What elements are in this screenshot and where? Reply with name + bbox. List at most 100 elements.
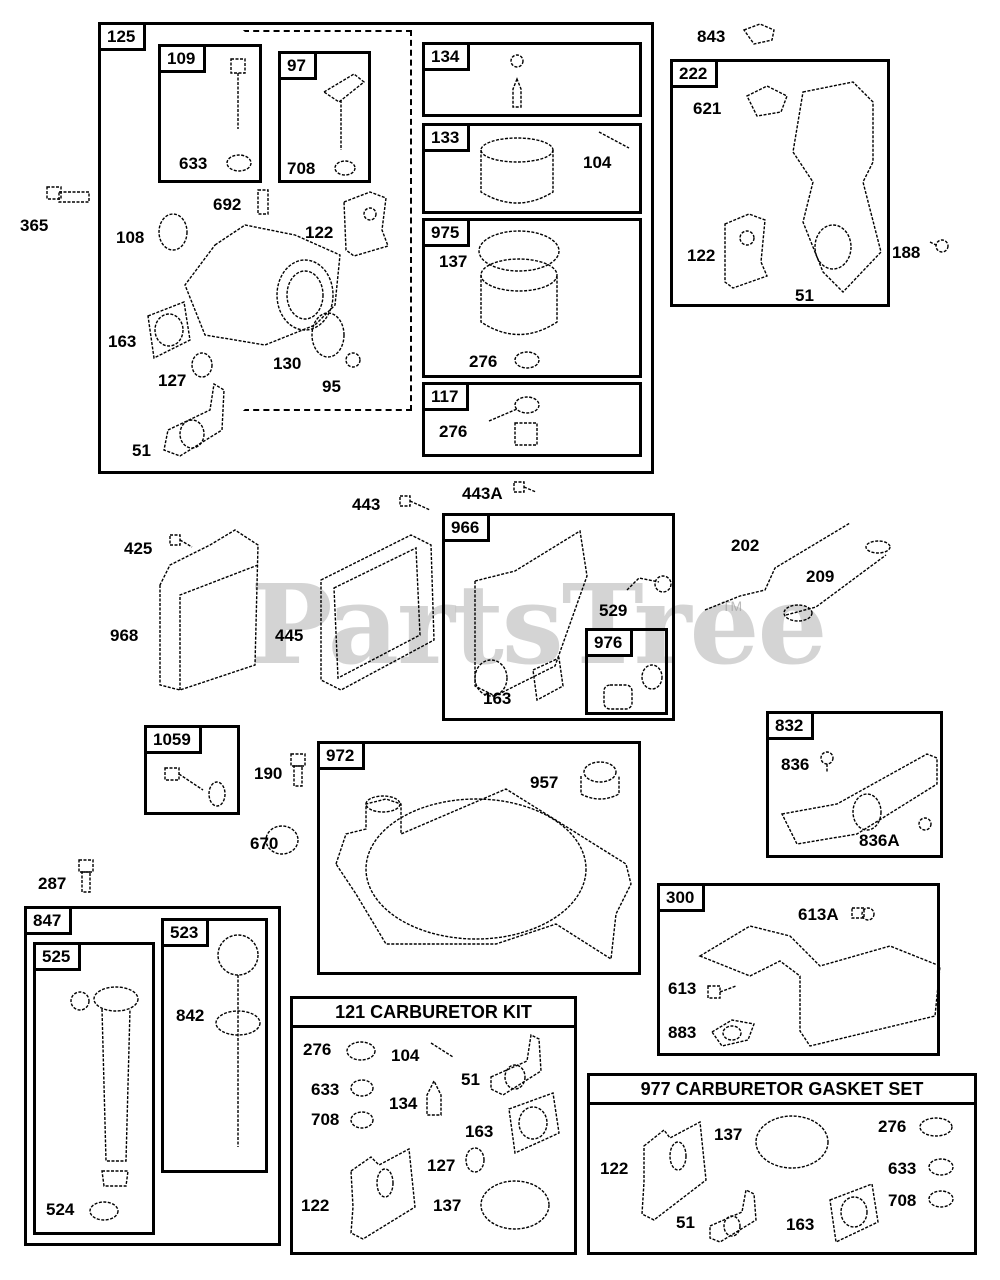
- group-tag-109: 109: [161, 47, 207, 73]
- group-972: 972 957: [317, 741, 641, 975]
- part-label-51[interactable]: 51: [676, 1213, 695, 1232]
- part-label-190[interactable]: 190: [254, 764, 283, 783]
- group-tag-300: 300: [660, 886, 706, 912]
- part-label-365[interactable]: 365: [20, 216, 49, 235]
- part-label-613a[interactable]: 613A: [798, 905, 839, 924]
- part-label-127[interactable]: 127: [158, 371, 187, 390]
- part-label-137[interactable]: 137: [433, 1196, 462, 1215]
- group-1059: 1059: [144, 725, 240, 815]
- part-label-104[interactable]: 104: [583, 153, 612, 172]
- part-label-708[interactable]: 708: [888, 1191, 917, 1210]
- screw-icon: [918, 817, 932, 831]
- part-label-122[interactable]: 122: [600, 1159, 629, 1178]
- part-label-708[interactable]: 708: [287, 159, 316, 178]
- link-rod-icon: [704, 522, 851, 611]
- fuel-cap-icon: [580, 761, 620, 800]
- group-523: 523 842: [161, 918, 268, 1173]
- part-label-108[interactable]: 108: [116, 228, 145, 247]
- part-label-842[interactable]: 842: [176, 1006, 205, 1025]
- part-label-836a[interactable]: 836A: [859, 831, 900, 850]
- part-label-122[interactable]: 122: [687, 246, 716, 265]
- part-label-137[interactable]: 137: [714, 1125, 743, 1144]
- part-label-883[interactable]: 883: [668, 1023, 697, 1042]
- o-ring-icon: [755, 1115, 829, 1169]
- part-label-425[interactable]: 425: [124, 539, 153, 558]
- part-label-276[interactable]: 276: [878, 1117, 907, 1136]
- part-label-209[interactable]: 209: [806, 567, 835, 586]
- group-tag-134: 134: [425, 45, 471, 71]
- part-label-843[interactable]: 843: [697, 27, 726, 46]
- part-label-445[interactable]: 445: [275, 626, 304, 645]
- group-tag-133: 133: [425, 126, 471, 152]
- part-label-276[interactable]: 276: [469, 352, 498, 371]
- part-label-633[interactable]: 633: [179, 154, 208, 173]
- screw-icon: [929, 239, 949, 253]
- part-label-127[interactable]: 127: [427, 1156, 456, 1175]
- part-label-51[interactable]: 51: [461, 1070, 480, 1089]
- choke-plate-icon: [158, 213, 188, 251]
- part-label-122[interactable]: 122: [301, 1196, 330, 1215]
- part-label-134[interactable]: 134: [389, 1094, 418, 1113]
- o-ring-icon: [191, 352, 213, 378]
- part-label-163[interactable]: 163: [786, 1215, 815, 1234]
- air-cleaner-base-icon: [159, 529, 259, 691]
- part-label-613[interactable]: 613: [668, 979, 697, 998]
- part-label-443a[interactable]: 443A: [462, 484, 503, 503]
- part-label-51[interactable]: 51: [795, 286, 814, 305]
- gasket-icon: [343, 191, 389, 257]
- seal-icon: [928, 1190, 954, 1208]
- group-tag-832: 832: [769, 714, 815, 740]
- part-label-692[interactable]: 692: [213, 195, 242, 214]
- muffler-guard-icon: [780, 753, 938, 845]
- seal-icon: [226, 154, 252, 172]
- group-134: 134: [422, 42, 642, 117]
- dipstick-icon: [215, 934, 261, 1147]
- group-tag-966: 966: [445, 516, 491, 542]
- part-label-276[interactable]: 276: [439, 422, 468, 441]
- part-label-633[interactable]: 633: [311, 1080, 340, 1099]
- part-label-163[interactable]: 163: [108, 332, 137, 351]
- part-label-287[interactable]: 287: [38, 874, 67, 893]
- part-label-621[interactable]: 621: [693, 99, 722, 118]
- group-976: 976: [585, 628, 668, 715]
- breather-tube-icon: [626, 575, 672, 593]
- screw-icon: [399, 495, 431, 511]
- part-label-633[interactable]: 633: [888, 1159, 917, 1178]
- inlet-needle-icon: [426, 1079, 442, 1116]
- seal-icon: [334, 160, 356, 176]
- part-label-163[interactable]: 163: [465, 1122, 494, 1141]
- gasket-icon: [709, 1188, 757, 1243]
- group-tag-525: 525: [36, 945, 82, 971]
- gasket-icon: [490, 1033, 542, 1096]
- group-tag-222: 222: [673, 62, 719, 88]
- gasket-icon: [641, 1120, 707, 1221]
- exhaust-gasket-icon: [710, 1019, 755, 1047]
- part-label-95[interactable]: 95: [322, 377, 341, 396]
- part-label-708[interactable]: 708: [311, 1110, 340, 1129]
- part-label-202[interactable]: 202: [731, 536, 760, 555]
- part-label-529[interactable]: 529: [599, 601, 628, 620]
- part-label-104[interactable]: 104: [391, 1046, 420, 1065]
- part-label-443[interactable]: 443: [352, 495, 381, 514]
- part-label-188[interactable]: 188: [892, 243, 921, 262]
- part-label-276[interactable]: 276: [303, 1040, 332, 1059]
- part-label-122[interactable]: 122: [305, 223, 334, 242]
- part-label-137[interactable]: 137: [439, 252, 468, 271]
- assembly-dashed-outline: [243, 30, 412, 411]
- gasket-icon: [147, 301, 191, 360]
- part-label-163[interactable]: 163: [483, 689, 512, 708]
- screw-icon: [820, 751, 834, 772]
- part-label-51[interactable]: 51: [132, 441, 151, 460]
- part-label-836[interactable]: 836: [781, 755, 810, 774]
- part-label-968[interactable]: 968: [110, 626, 139, 645]
- screw-icon: [169, 534, 193, 548]
- fuel-bowl-icon: [478, 230, 560, 336]
- gasket-icon: [829, 1183, 879, 1244]
- part-label-524[interactable]: 524: [46, 1200, 75, 1219]
- inlet-needle-icon: [510, 54, 524, 108]
- group-tag-847: 847: [27, 909, 73, 935]
- part-label-670[interactable]: 670: [250, 834, 279, 853]
- part-label-130[interactable]: 130: [273, 354, 302, 373]
- part-label-957[interactable]: 957: [530, 773, 559, 792]
- throttle-plate-icon: [311, 312, 345, 358]
